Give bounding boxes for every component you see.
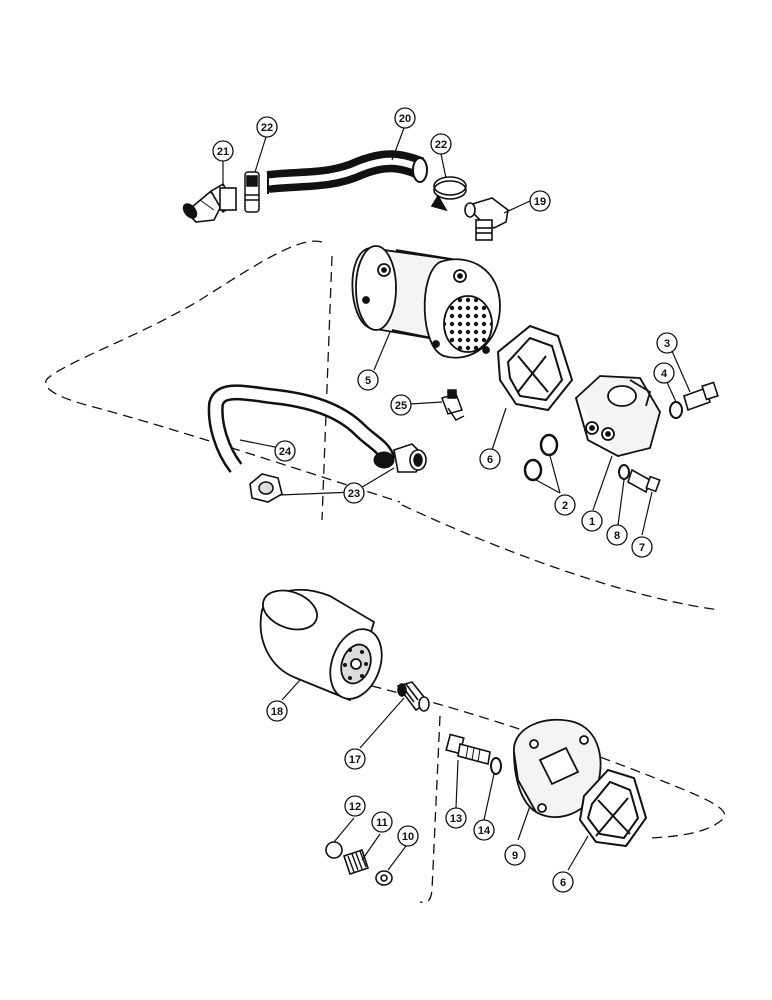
- hose-clamp-icon: [430, 176, 467, 212]
- hose-icon: [266, 150, 428, 194]
- callout-label: 14: [478, 825, 491, 837]
- spring-icon: [342, 848, 370, 876]
- callout-10: 10: [397, 825, 419, 847]
- callout-label: 1: [589, 516, 595, 528]
- callout-label: 17: [349, 754, 361, 766]
- plug-icon: [325, 841, 343, 859]
- callout-label: 9: [512, 850, 518, 862]
- o-ring-icon: [539, 433, 559, 457]
- callout-label: 22: [435, 139, 447, 151]
- oil-filter-icon: [259, 589, 383, 702]
- callout-3: 3: [656, 332, 678, 354]
- oil-cooler-body-icon: [351, 245, 501, 359]
- group-outline-upper: [45, 240, 721, 611]
- callout-9: 9: [504, 844, 526, 866]
- tee-fitting-icon: [464, 197, 509, 241]
- callout-5: 5: [357, 369, 379, 391]
- callout-1: 1: [581, 510, 603, 532]
- callout-23: 23: [343, 482, 365, 504]
- callout-label: 8: [614, 530, 620, 542]
- lock-washer-icon: [490, 757, 502, 775]
- bolt-icon: [627, 468, 661, 494]
- callout-8: 8: [606, 524, 628, 546]
- o-ring-icon: [523, 458, 543, 482]
- callout-24: 24: [274, 440, 296, 462]
- bolt-icon: [683, 381, 719, 412]
- callout-7: 7: [631, 536, 653, 558]
- lock-washer-icon: [669, 401, 683, 419]
- gasket-icon: [496, 324, 574, 412]
- callout-label: 6: [487, 454, 493, 466]
- callout-label: 10: [402, 831, 414, 843]
- callout-label: 18: [271, 706, 283, 718]
- bolt-icon: [445, 733, 491, 765]
- callout-label: 19: [534, 196, 546, 208]
- callout-label: 4: [661, 368, 668, 380]
- callout-label: 23: [348, 488, 360, 500]
- hose-icon: [207, 384, 396, 473]
- connector-block-icon: [219, 187, 237, 211]
- callout-22: 22: [430, 133, 452, 155]
- lock-washer-icon: [618, 464, 630, 480]
- callout-label: 2: [562, 500, 568, 512]
- callout-6: 6: [479, 448, 501, 470]
- callout-25: 25: [390, 394, 412, 416]
- callout-2: 2: [554, 494, 576, 516]
- callout-11: 11: [371, 811, 393, 833]
- threaded-nipple-icon: [396, 681, 430, 712]
- callout-21: 21: [212, 140, 234, 162]
- callout-22: 22: [256, 116, 278, 138]
- callout-18: 18: [266, 700, 288, 722]
- hex-fitting-icon: [249, 473, 283, 503]
- leader-lines: [222, 127, 691, 871]
- drain-fitting-icon: [441, 389, 465, 421]
- callout-6: 6: [552, 871, 574, 893]
- callout-label: 12: [349, 801, 361, 813]
- callout-17: 17: [344, 748, 366, 770]
- callout-14: 14: [473, 819, 495, 841]
- seat-ring-icon: [375, 870, 393, 886]
- gasket-icon: [578, 768, 648, 848]
- callout-label: 13: [450, 813, 462, 825]
- callout-label: 6: [560, 877, 566, 889]
- callout-12: 12: [344, 795, 366, 817]
- callout-13: 13: [445, 807, 467, 829]
- group-outline-lower: [355, 681, 726, 904]
- callout-label: 22: [261, 122, 273, 134]
- callout-20: 20: [394, 107, 416, 129]
- callout-label: 11: [376, 817, 388, 829]
- callout-19: 19: [529, 190, 551, 212]
- callout-label: 24: [279, 446, 292, 458]
- callout-label: 7: [639, 542, 645, 554]
- callout-label: 25: [395, 400, 407, 412]
- adapter-icon: [574, 375, 661, 457]
- callout-label: 21: [217, 146, 229, 158]
- callout-label: 20: [399, 113, 411, 125]
- callout-4: 4: [653, 362, 675, 384]
- callout-label: 5: [365, 375, 371, 387]
- hose-clamp-icon: [244, 171, 260, 213]
- callout-label: 3: [664, 338, 670, 350]
- hex-fitting-icon: [393, 443, 428, 473]
